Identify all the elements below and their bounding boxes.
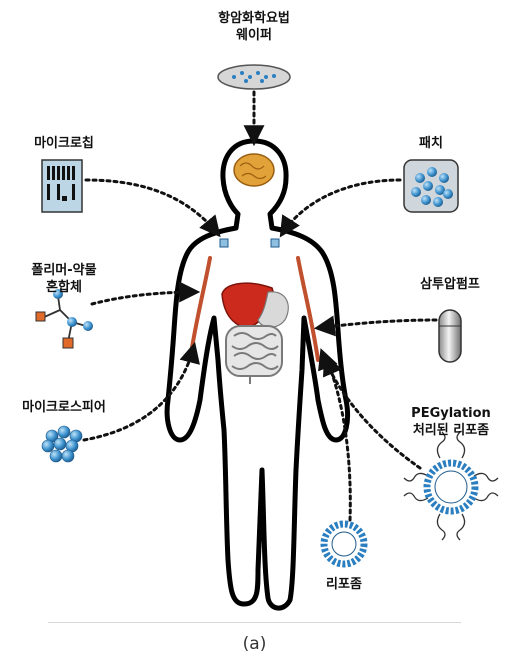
caption-divider — [48, 622, 461, 623]
patch-icon — [404, 160, 458, 212]
pegylated-liposome-icon — [404, 432, 498, 540]
label-microchip: 마이크로칩 — [14, 135, 114, 152]
brain — [234, 154, 274, 186]
label-chemo-wafer-line1: 항암화학요법 — [204, 10, 304, 27]
label-peg-line2: 처리된 리포좀 — [396, 422, 506, 439]
microsphere-icon — [42, 426, 82, 462]
label-polymer-line1: 폴리머-약물 — [14, 262, 114, 279]
figure-caption: (a) — [0, 634, 509, 654]
label-peg-liposome: PEGylation 처리된 리포좀 — [396, 405, 506, 439]
label-chemo-wafer: 항암화학요법 웨이퍼 — [204, 10, 304, 44]
label-microsphere: 마이크로스피어 — [4, 399, 124, 416]
label-polymer-line2: 혼합체 — [14, 279, 114, 296]
liposome-icon — [324, 524, 364, 564]
label-peg-line1: PEGylation — [396, 405, 506, 422]
microchip-icon — [42, 160, 82, 212]
label-chemo-wafer-line2: 웨이퍼 — [204, 27, 304, 44]
chemo-wafer-icon — [218, 65, 290, 89]
polymer-drug-conjugate-icon — [36, 289, 93, 348]
label-liposome: 리포좀 — [314, 576, 374, 593]
intestines — [226, 326, 282, 384]
label-polymer: 폴리머-약물 혼합체 — [14, 262, 114, 296]
right-chest-implant — [271, 239, 279, 247]
label-patch: 패치 — [406, 135, 456, 152]
left-chest-implant — [220, 239, 228, 247]
arrow-microchip-to-chest — [86, 180, 218, 234]
osmotic-pump-icon — [439, 310, 461, 362]
label-osmotic-pump: 삼투압펌프 — [400, 276, 500, 293]
arrow-patch-to-chest — [282, 180, 400, 234]
